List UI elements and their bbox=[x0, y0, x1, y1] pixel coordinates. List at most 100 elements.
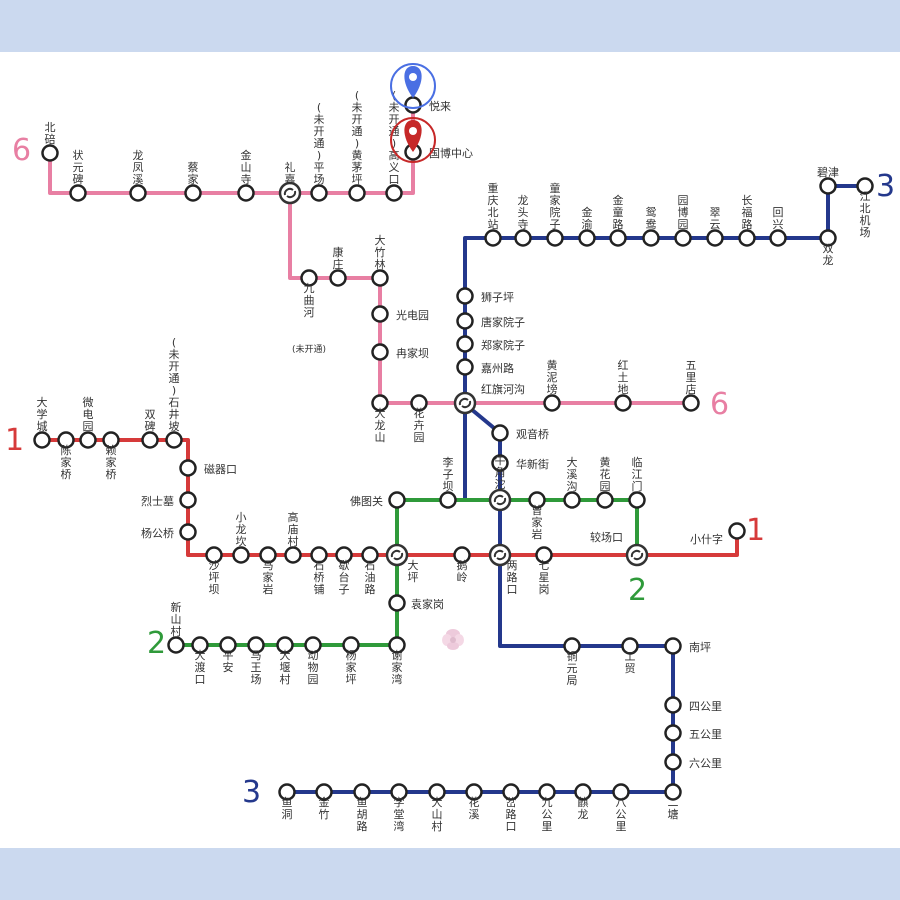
station-stop[interactable] bbox=[484, 229, 502, 247]
station-stop[interactable] bbox=[664, 724, 682, 742]
station-stop[interactable] bbox=[404, 96, 422, 114]
station-stop[interactable] bbox=[191, 636, 209, 654]
station-marker[interactable] bbox=[410, 394, 428, 412]
station-marker[interactable] bbox=[674, 229, 692, 247]
location-pin-icon[interactable] bbox=[390, 117, 436, 163]
station-stop[interactable] bbox=[33, 431, 51, 449]
station-marker[interactable] bbox=[232, 546, 250, 564]
station-stop[interactable] bbox=[388, 491, 406, 509]
station-marker[interactable] bbox=[385, 184, 403, 202]
station-stop[interactable] bbox=[304, 636, 322, 654]
station-stop[interactable] bbox=[315, 783, 333, 801]
station-stop[interactable] bbox=[514, 229, 532, 247]
transfer-station-marker[interactable] bbox=[625, 543, 649, 567]
station-stop[interactable] bbox=[284, 546, 302, 564]
station-marker[interactable] bbox=[310, 546, 328, 564]
station-marker[interactable] bbox=[259, 546, 277, 564]
station-stop[interactable] bbox=[179, 459, 197, 477]
station-stop[interactable] bbox=[728, 522, 746, 540]
station-marker[interactable] bbox=[278, 783, 296, 801]
station-marker[interactable] bbox=[514, 229, 532, 247]
station-marker[interactable] bbox=[404, 96, 422, 114]
station-stop[interactable] bbox=[491, 424, 509, 442]
station-marker[interactable] bbox=[465, 783, 483, 801]
station-marker[interactable] bbox=[191, 636, 209, 654]
stations[interactable] bbox=[33, 96, 874, 801]
station-marker[interactable] bbox=[609, 229, 627, 247]
station-stop[interactable] bbox=[563, 491, 581, 509]
station-marker[interactable] bbox=[535, 546, 553, 564]
station-marker[interactable] bbox=[79, 431, 97, 449]
station-marker[interactable] bbox=[664, 696, 682, 714]
station-stop[interactable] bbox=[41, 144, 59, 162]
station-marker[interactable] bbox=[329, 269, 347, 287]
station-stop[interactable] bbox=[184, 184, 202, 202]
station-marker[interactable] bbox=[614, 394, 632, 412]
station-marker[interactable] bbox=[628, 491, 646, 509]
station-stop[interactable] bbox=[353, 783, 371, 801]
station-marker[interactable] bbox=[179, 523, 197, 541]
station-marker[interactable] bbox=[284, 546, 302, 564]
station-stop[interactable] bbox=[390, 783, 408, 801]
station-stop[interactable] bbox=[819, 177, 837, 195]
station-stop[interactable] bbox=[247, 636, 265, 654]
station-stop[interactable] bbox=[664, 637, 682, 655]
station-stop[interactable] bbox=[329, 269, 347, 287]
station-marker[interactable] bbox=[664, 753, 682, 771]
station-marker[interactable] bbox=[129, 184, 147, 202]
station-stop[interactable] bbox=[453, 546, 471, 564]
station-stop[interactable] bbox=[609, 229, 627, 247]
station-marker[interactable] bbox=[528, 491, 546, 509]
station-marker[interactable] bbox=[371, 394, 389, 412]
station-stop[interactable] bbox=[621, 637, 639, 655]
station-stop[interactable] bbox=[310, 546, 328, 564]
station-stop[interactable] bbox=[410, 394, 428, 412]
station-marker[interactable] bbox=[184, 184, 202, 202]
station-marker[interactable] bbox=[371, 305, 389, 323]
station-marker[interactable] bbox=[41, 144, 59, 162]
station-stop[interactable] bbox=[232, 546, 250, 564]
station-marker[interactable] bbox=[574, 783, 592, 801]
station-marker[interactable] bbox=[621, 637, 639, 655]
station-stop[interactable] bbox=[578, 229, 596, 247]
station-stop[interactable] bbox=[310, 184, 328, 202]
station-stop[interactable] bbox=[259, 546, 277, 564]
station-stop[interactable] bbox=[574, 783, 592, 801]
station-transfer[interactable] bbox=[278, 181, 302, 205]
station-stop[interactable] bbox=[57, 431, 75, 449]
station-stop[interactable] bbox=[276, 636, 294, 654]
station-stop[interactable] bbox=[563, 637, 581, 655]
transfer-station-marker[interactable] bbox=[278, 181, 302, 205]
station-stop[interactable] bbox=[371, 394, 389, 412]
station-stop[interactable] bbox=[502, 783, 520, 801]
station-stop[interactable] bbox=[706, 229, 724, 247]
transfer-station-marker[interactable] bbox=[488, 543, 512, 567]
station-marker[interactable] bbox=[664, 637, 682, 655]
station-marker[interactable] bbox=[165, 431, 183, 449]
station-stop[interactable] bbox=[237, 184, 255, 202]
station-marker[interactable] bbox=[353, 783, 371, 801]
station-stop[interactable] bbox=[456, 335, 474, 353]
station-marker[interactable] bbox=[439, 491, 457, 509]
station-marker[interactable] bbox=[682, 394, 700, 412]
station-marker[interactable] bbox=[237, 184, 255, 202]
station-marker[interactable] bbox=[361, 546, 379, 564]
station-stop[interactable] bbox=[388, 594, 406, 612]
station-stop[interactable] bbox=[642, 229, 660, 247]
station-marker[interactable] bbox=[484, 229, 502, 247]
station-stop[interactable] bbox=[596, 491, 614, 509]
station-marker[interactable] bbox=[563, 637, 581, 655]
station-marker[interactable] bbox=[167, 636, 185, 654]
station-marker[interactable] bbox=[371, 343, 389, 361]
station-marker[interactable] bbox=[304, 636, 322, 654]
station-marker[interactable] bbox=[491, 424, 509, 442]
station-stop[interactable] bbox=[682, 394, 700, 412]
station-stop[interactable] bbox=[538, 783, 556, 801]
station-stop[interactable] bbox=[79, 431, 97, 449]
station-marker[interactable] bbox=[428, 783, 446, 801]
station-marker[interactable] bbox=[538, 783, 556, 801]
station-marker[interactable] bbox=[706, 229, 724, 247]
station-marker[interactable] bbox=[578, 229, 596, 247]
station-marker[interactable] bbox=[664, 724, 682, 742]
